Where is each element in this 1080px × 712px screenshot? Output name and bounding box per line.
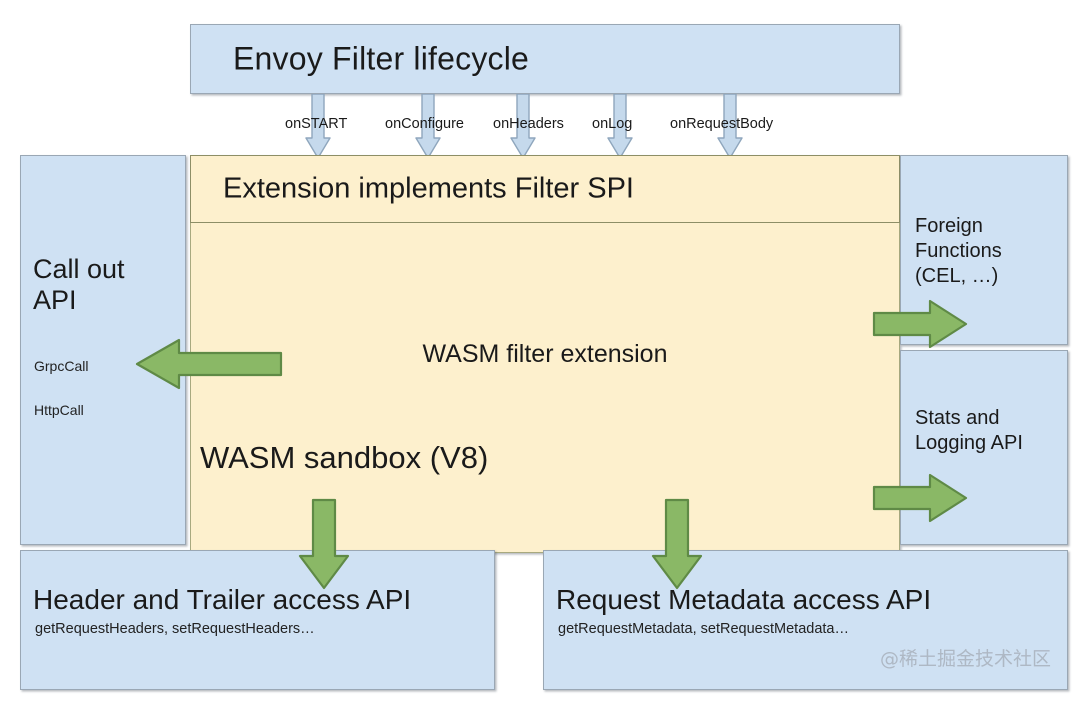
- header-trailer-subtitle: getRequestHeaders, setRequestHeaders…: [35, 621, 315, 637]
- envoy-filter-lifecycle-box: Envoy Filter lifecycle: [190, 24, 900, 94]
- hook-arrow-onstart: [305, 93, 331, 160]
- hook-arrow-onrequestbody: [717, 93, 743, 160]
- filter-spi-title: Extension implements Filter SPI: [223, 172, 634, 205]
- request-metadata-title: Request Metadata access API: [556, 584, 932, 615]
- call-out-api-panel: Call out API GrpcCall HttpCall: [20, 155, 186, 545]
- request-metadata-access-api-panel: Request Metadata access API getRequestMe…: [543, 550, 1068, 690]
- call-out-api-item-httpcall: HttpCall: [34, 402, 84, 418]
- call-out-api-item-grpccall: GrpcCall: [34, 358, 89, 374]
- foreign-functions-line2: Functions: [915, 240, 1002, 262]
- stats-and-logging-api-panel: Stats and Logging API: [900, 350, 1068, 545]
- filter-spi-box: Extension implements Filter SPI: [190, 155, 900, 223]
- stats-logging-line2: Logging API: [915, 432, 1023, 454]
- header-trailer-access-api-panel: Header and Trailer access API getRequest…: [20, 550, 495, 690]
- arrow-right-foreign-functions: [872, 298, 968, 350]
- hook-label-onconfigure: onConfigure: [385, 116, 464, 132]
- call-out-api-title-line1: Call out: [33, 254, 125, 284]
- foreign-functions-panel: Foreign Functions (CEL, …): [900, 155, 1068, 345]
- hook-label-onlog: onLog: [592, 116, 633, 132]
- wasm-sandbox-label: WASM sandbox (V8): [200, 440, 489, 475]
- request-metadata-subtitle: getRequestMetadata, setRequestMetadata…: [558, 621, 849, 637]
- hook-label-onrequestbody: onRequestBody: [670, 116, 774, 132]
- hook-arrow-onheaders: [510, 93, 536, 160]
- foreign-functions-line3: (CEL, …): [915, 265, 999, 287]
- hook-arrow-onlog: [607, 93, 633, 160]
- diagram-title: Envoy Filter lifecycle: [233, 40, 530, 77]
- watermark: @稀土掘金技术社区: [879, 648, 1051, 670]
- header-trailer-title: Header and Trailer access API: [33, 584, 412, 615]
- hook-label-onstart: onSTART: [285, 116, 348, 132]
- arrow-right-stats-logging: [872, 472, 968, 524]
- foreign-functions-line1: Foreign: [915, 215, 983, 237]
- hook-label-onheaders: onHeaders: [493, 116, 564, 132]
- call-out-api-title-line2: API: [33, 285, 77, 315]
- arrow-left-call-out-api: [135, 336, 283, 392]
- arrow-down-request-metadata: [650, 498, 704, 590]
- wasm-filter-extension-label: WASM filter extension: [422, 340, 668, 368]
- stats-logging-line1: Stats and: [915, 407, 1000, 429]
- arrow-down-header-trailer: [297, 498, 351, 590]
- hook-arrow-onconfigure: [415, 93, 441, 160]
